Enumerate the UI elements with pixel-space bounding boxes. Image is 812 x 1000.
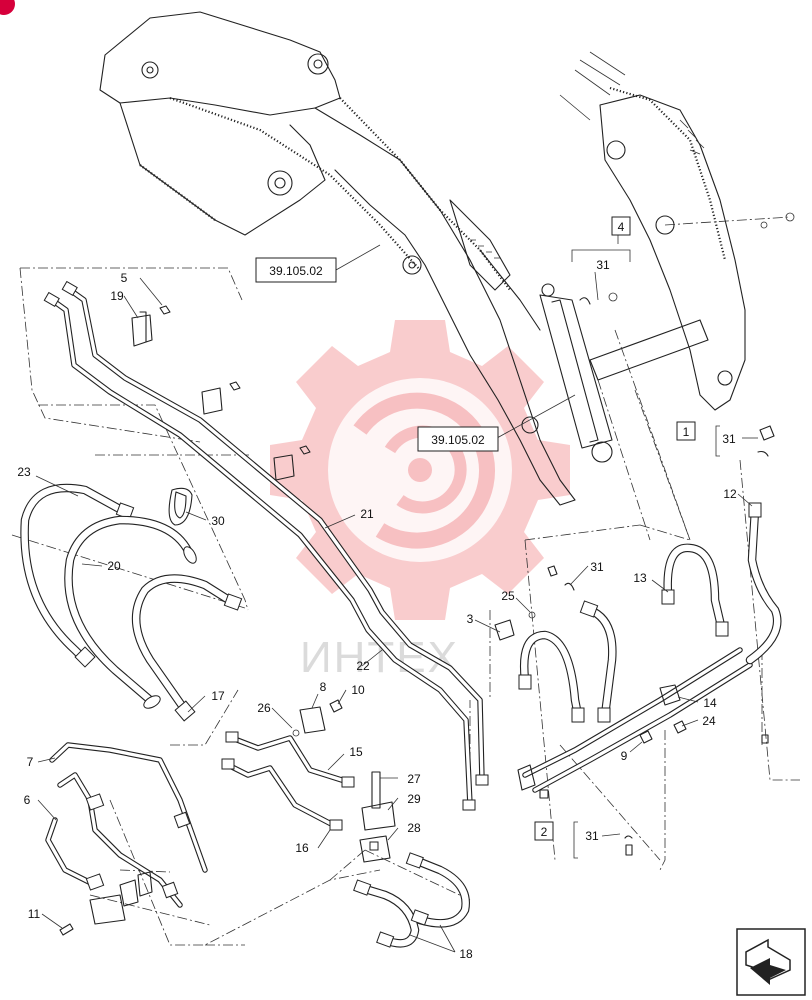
callout-31-group-4: 31 (596, 258, 610, 272)
callout-17: 17 (211, 689, 225, 703)
svg-text:4: 4 (618, 220, 625, 234)
callout-6: 6 (24, 793, 31, 807)
callout-7: 7 (27, 755, 34, 769)
group-box-2: 2 (534, 821, 554, 841)
callout-24: 24 (702, 714, 716, 728)
callout-20: 20 (107, 559, 121, 573)
hose-23-20 (20, 483, 243, 722)
callout-18: 18 (459, 947, 473, 961)
tubes-7-6 (45, 742, 208, 936)
callout-11: 11 (28, 907, 41, 921)
callout-19: 19 (110, 289, 124, 303)
svg-text:1: 1 (683, 425, 690, 439)
hoses-18 (353, 852, 470, 948)
group-box-1: 1 (676, 421, 696, 441)
callout-22: 22 (356, 659, 370, 673)
callout-3: 3 (467, 612, 474, 626)
tubes-15-16 (221, 699, 396, 863)
callout-29: 29 (407, 792, 421, 806)
assembly-boundaries (11, 267, 800, 946)
callout-21: 21 (360, 507, 374, 521)
callout-31-group-2: 31 (585, 829, 599, 843)
corner-badge (0, 0, 15, 15)
callouts: 1 3 5 6 7 8 9 10 11 12 13 14 15 16 17 18… (17, 258, 737, 961)
ref-box-label: 39.105.02 (431, 433, 485, 447)
tube-21-22 (43, 280, 489, 811)
callout-31-middle: 31 (590, 560, 604, 574)
callout-15: 15 (349, 745, 363, 759)
callout-9: 9 (621, 749, 628, 763)
group-brackets (571, 249, 720, 859)
right-assembly (494, 292, 782, 856)
svg-text:2: 2 (541, 825, 548, 839)
ref-box-top: 39.105.02 (255, 257, 337, 283)
callout-8: 8 (320, 680, 327, 694)
watermark-logo: ИНТЕХ (270, 320, 570, 682)
callout-5: 5 (121, 271, 128, 285)
callout-12: 12 (723, 487, 737, 501)
group-box-4: 4 (611, 216, 631, 236)
callout-26: 26 (257, 701, 271, 715)
callout-10: 10 (351, 683, 365, 697)
clamps-upper (131, 305, 311, 481)
callout-30: 30 (211, 514, 225, 528)
callout-16: 16 (295, 841, 309, 855)
callout-23: 23 (17, 465, 31, 479)
loader-arm (99, 11, 795, 541)
callout-14: 14 (703, 696, 717, 710)
ref-box-middle: 39.105.02 (417, 426, 499, 452)
leader-lines (35, 232, 758, 953)
callout-28: 28 (407, 821, 421, 835)
callout-27: 27 (407, 772, 421, 786)
page-turn-arrow-icon[interactable] (736, 928, 806, 996)
callout-25: 25 (501, 589, 515, 603)
callout-13: 13 (633, 571, 647, 585)
callout-31-group-1: 31 (722, 432, 736, 446)
ref-box-label: 39.105.02 (269, 264, 323, 278)
